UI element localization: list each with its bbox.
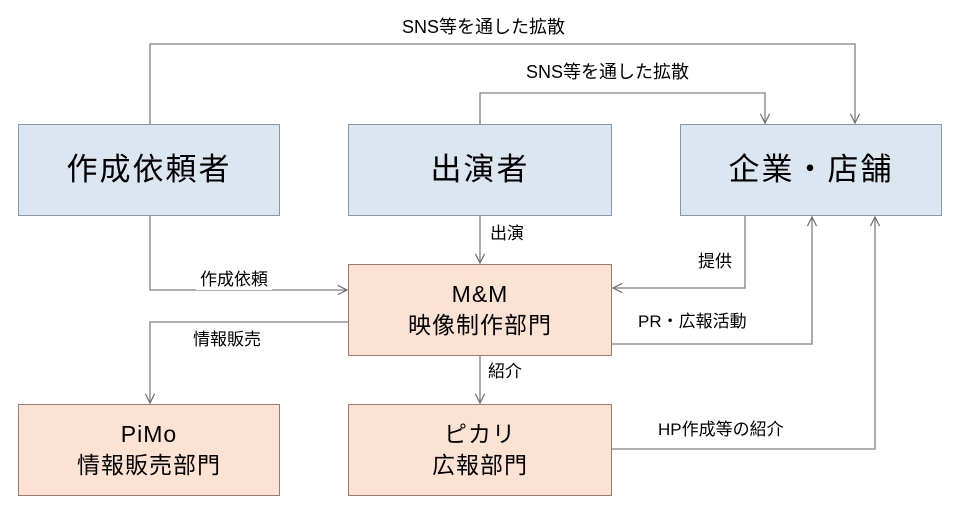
node-performer-label: 出演者	[430, 151, 530, 187]
node-performer[interactable]: 出演者	[348, 124, 612, 216]
edge-label-provision: 提供	[694, 252, 736, 273]
node-mm-sublabel: 映像制作部門	[408, 313, 552, 338]
edge-label-info-sales: 情報販売	[189, 330, 265, 351]
edge-info-sales	[150, 321, 348, 403]
edge-label-creation-request: 作成依頼	[196, 270, 272, 291]
edge-label-pr-activity: PR・広報活動	[634, 312, 751, 333]
edge-pr-activity	[612, 217, 812, 345]
node-company-label: 企業・店舗	[728, 151, 894, 187]
node-pikari-label: ピカリ	[444, 420, 516, 447]
edge-label-sns-performer-company: SNS等を通した拡散	[522, 62, 694, 84]
edge-label-introduction: 紹介	[484, 362, 526, 383]
edge-hp-introduction	[612, 217, 875, 450]
edge-label-performance: 出演	[486, 224, 528, 245]
edge-sns-requester-company	[149, 43, 855, 124]
node-company[interactable]: 企業・店舗	[680, 124, 942, 216]
edge-label-hp-introduction: HP作成等の紹介	[654, 420, 788, 441]
node-pimo-sublabel: 情報販売部門	[77, 453, 221, 478]
node-pimo-label: PiMo	[120, 420, 178, 447]
edge-sns-performer-company	[479, 92, 765, 124]
node-pimo[interactable]: PiMo 情報販売部門	[18, 404, 280, 496]
node-requester-label: 作成依頼者	[66, 151, 232, 187]
node-requester[interactable]: 作成依頼者	[18, 124, 280, 216]
node-mm[interactable]: M&M 映像制作部門	[348, 264, 612, 356]
node-mm-label: M&M	[451, 280, 509, 307]
edge-creation-request	[149, 216, 347, 290]
node-pikari[interactable]: ピカリ 広報部門	[348, 404, 612, 496]
node-pikari-sublabel: 広報部門	[432, 453, 528, 478]
edge-label-sns-requester-company: SNS等を通した拡散	[398, 17, 570, 39]
edge-provision	[613, 216, 746, 288]
